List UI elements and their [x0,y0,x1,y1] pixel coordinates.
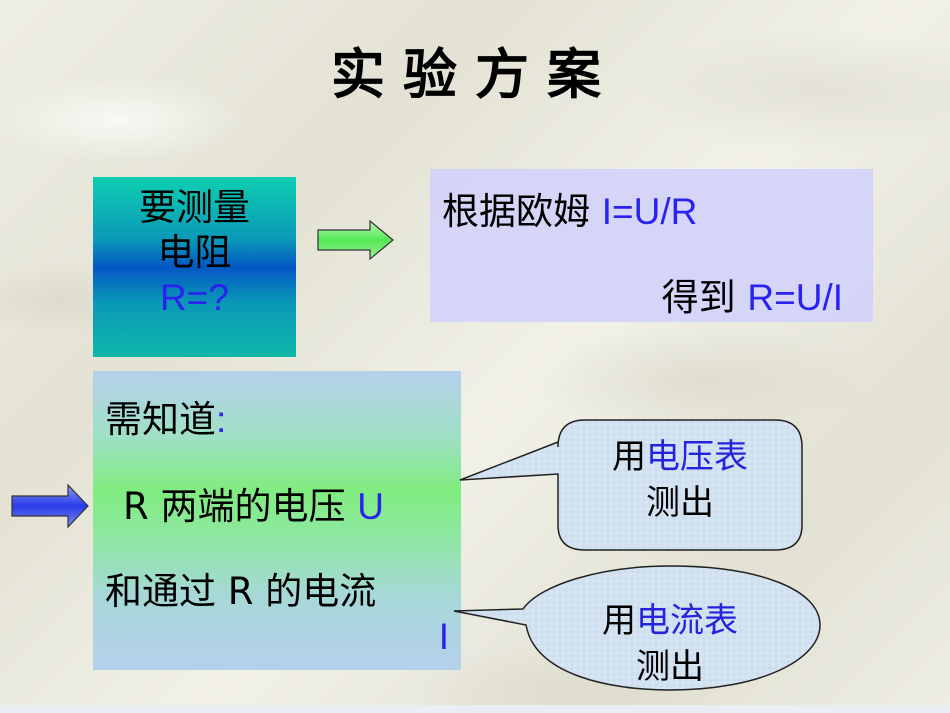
ohm-line-2-text: 得到 [661,276,748,319]
ohm-formula-current: I=U/R [601,191,698,232]
ohm-law-box: 根据欧姆 I=U/R 得到 R=U/I [430,169,873,322]
need-line-1: 需知道: [105,389,226,443]
voltage-callout-line-1: 用电压表 [560,434,800,480]
slide-title: 实验方案 [331,42,619,106]
required-info-box: 需知道: R 两端的电压 U 和通过 R 的电流 I [93,371,461,670]
voltage-callout-prefix: 用 [612,437,646,477]
ohm-line-1: 根据欧姆 I=U/R [442,181,697,235]
voltage-symbol: U [357,486,384,527]
voltage-callout-text: 用电压表 测出 [560,434,800,526]
ohm-formula-resistance: R=U/I [747,277,843,318]
need-label: 需知道 [105,398,216,441]
ohm-line-2: 得到 R=U/I [662,267,843,321]
question-box: 要测量 电阻 R=? [93,177,296,357]
current-symbol: I [438,616,449,657]
voltage-callout-bubble [459,419,803,551]
need-line-voltage: R 两端的电压 U [123,476,384,530]
current-callout-suffix: 测出 [636,647,704,687]
current-callout-text: 用电流表 测出 [550,598,790,690]
question-line-1: 要测量 [139,186,250,229]
ammeter-label: 电流表 [636,601,738,641]
bottom-strip [0,705,950,713]
ohm-line-1-text: 根据欧姆 [442,190,602,233]
right-arrow-green-icon [317,219,394,261]
current-callout-prefix: 用 [602,601,636,641]
need-colon: : [216,399,227,440]
question-line-2: 电阻 [157,231,232,274]
current-callout-bubble [453,565,821,691]
voltage-callout-suffix: 测出 [646,483,714,523]
need-line-current: 和通过 R 的电流 [105,570,377,613]
question-formula: R=? [160,277,229,318]
right-arrow-blue-icon [11,483,89,529]
need-voltage-text: R 两端的电压 [123,485,358,528]
voltmeter-label: 电压表 [646,437,748,477]
current-callout-line-1: 用电流表 [550,598,790,644]
